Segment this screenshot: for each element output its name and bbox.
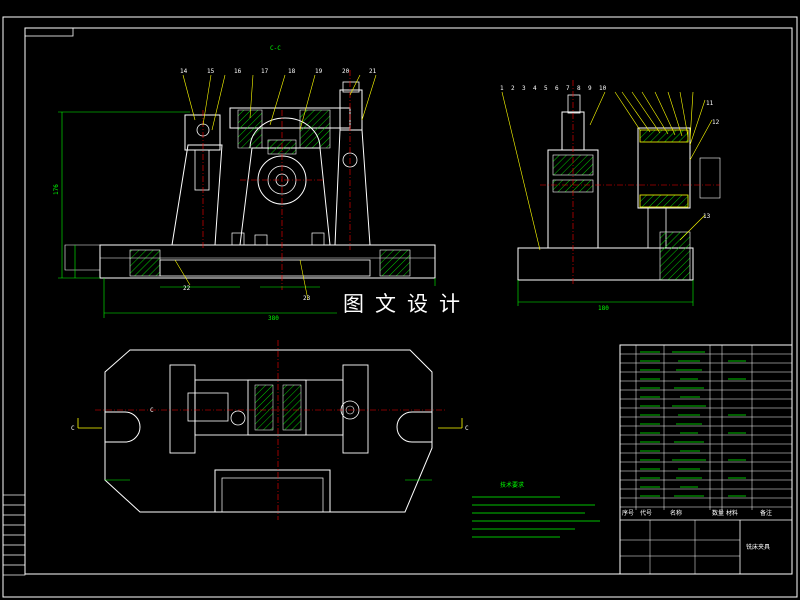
- tech-title: 技术要求: [500, 481, 524, 489]
- balloon-15: 15: [207, 68, 215, 75]
- balloon-13: 13: [703, 213, 711, 220]
- balloon-4: 4: [533, 85, 537, 92]
- dim-front-width: 380: [268, 315, 279, 322]
- dim-front-height: 176: [53, 184, 60, 195]
- outer-border: [2, 16, 798, 598]
- balloon-1: 1: [500, 85, 504, 92]
- balloon-2: 2: [511, 85, 515, 92]
- bom-header-cell: 数量: [712, 509, 724, 517]
- dim-side-width: 180: [598, 305, 609, 312]
- section-marker-right: C: [465, 425, 469, 432]
- inner-border: [24, 27, 793, 575]
- bom-header-cell: 备注: [760, 509, 772, 517]
- balloon-7: 7: [566, 85, 570, 92]
- balloon-10: 10: [599, 85, 607, 92]
- drawing-name: 铣床夹具: [746, 543, 770, 551]
- balloon-12: 12: [712, 119, 720, 126]
- balloon-17: 17: [261, 68, 269, 75]
- balloon-6: 6: [555, 85, 559, 92]
- bom-header-cell: 序号: [622, 509, 634, 517]
- balloon-16: 16: [234, 68, 242, 75]
- balloon-20: 20: [342, 68, 350, 75]
- section-marker-left: C: [71, 425, 75, 432]
- bom-header: 序号代号 名称 数量材料 备注: [622, 509, 772, 517]
- balloon-21: 21: [369, 68, 377, 75]
- left-margin-strip: [2, 494, 26, 576]
- balloon-14: 14: [180, 68, 188, 75]
- balloon-8: 8: [577, 85, 581, 92]
- balloon-5: 5: [544, 85, 548, 92]
- section-marker-mid: C: [150, 407, 154, 414]
- title-block: 序号代号 名称 数量材料 备注 铣床夹具: [619, 344, 793, 575]
- section-label: C-C: [270, 45, 281, 52]
- bom-header-cell: 代号: [640, 509, 652, 517]
- balloon-23: 23: [303, 295, 311, 302]
- bom-header-cell: 名称: [670, 509, 682, 517]
- technical-notes: 技术要求: [472, 481, 600, 538]
- balloon-9: 9: [588, 85, 592, 92]
- front-balloons: 14 15 16 17 18 19 20 21 22 23: [180, 68, 377, 302]
- balloon-19: 19: [315, 68, 323, 75]
- top-left-tag: [24, 27, 74, 37]
- balloon-3: 3: [522, 85, 526, 92]
- balloon-11: 11: [706, 100, 714, 107]
- balloon-22: 22: [183, 285, 191, 292]
- top-view: C C C: [71, 340, 469, 520]
- bom-header-cell: 材料: [726, 509, 738, 517]
- front-view: C-C: [53, 45, 438, 322]
- watermark: 图文设计: [337, 286, 477, 320]
- base-hatch-left: [129, 249, 161, 277]
- balloon-18: 18: [288, 68, 296, 75]
